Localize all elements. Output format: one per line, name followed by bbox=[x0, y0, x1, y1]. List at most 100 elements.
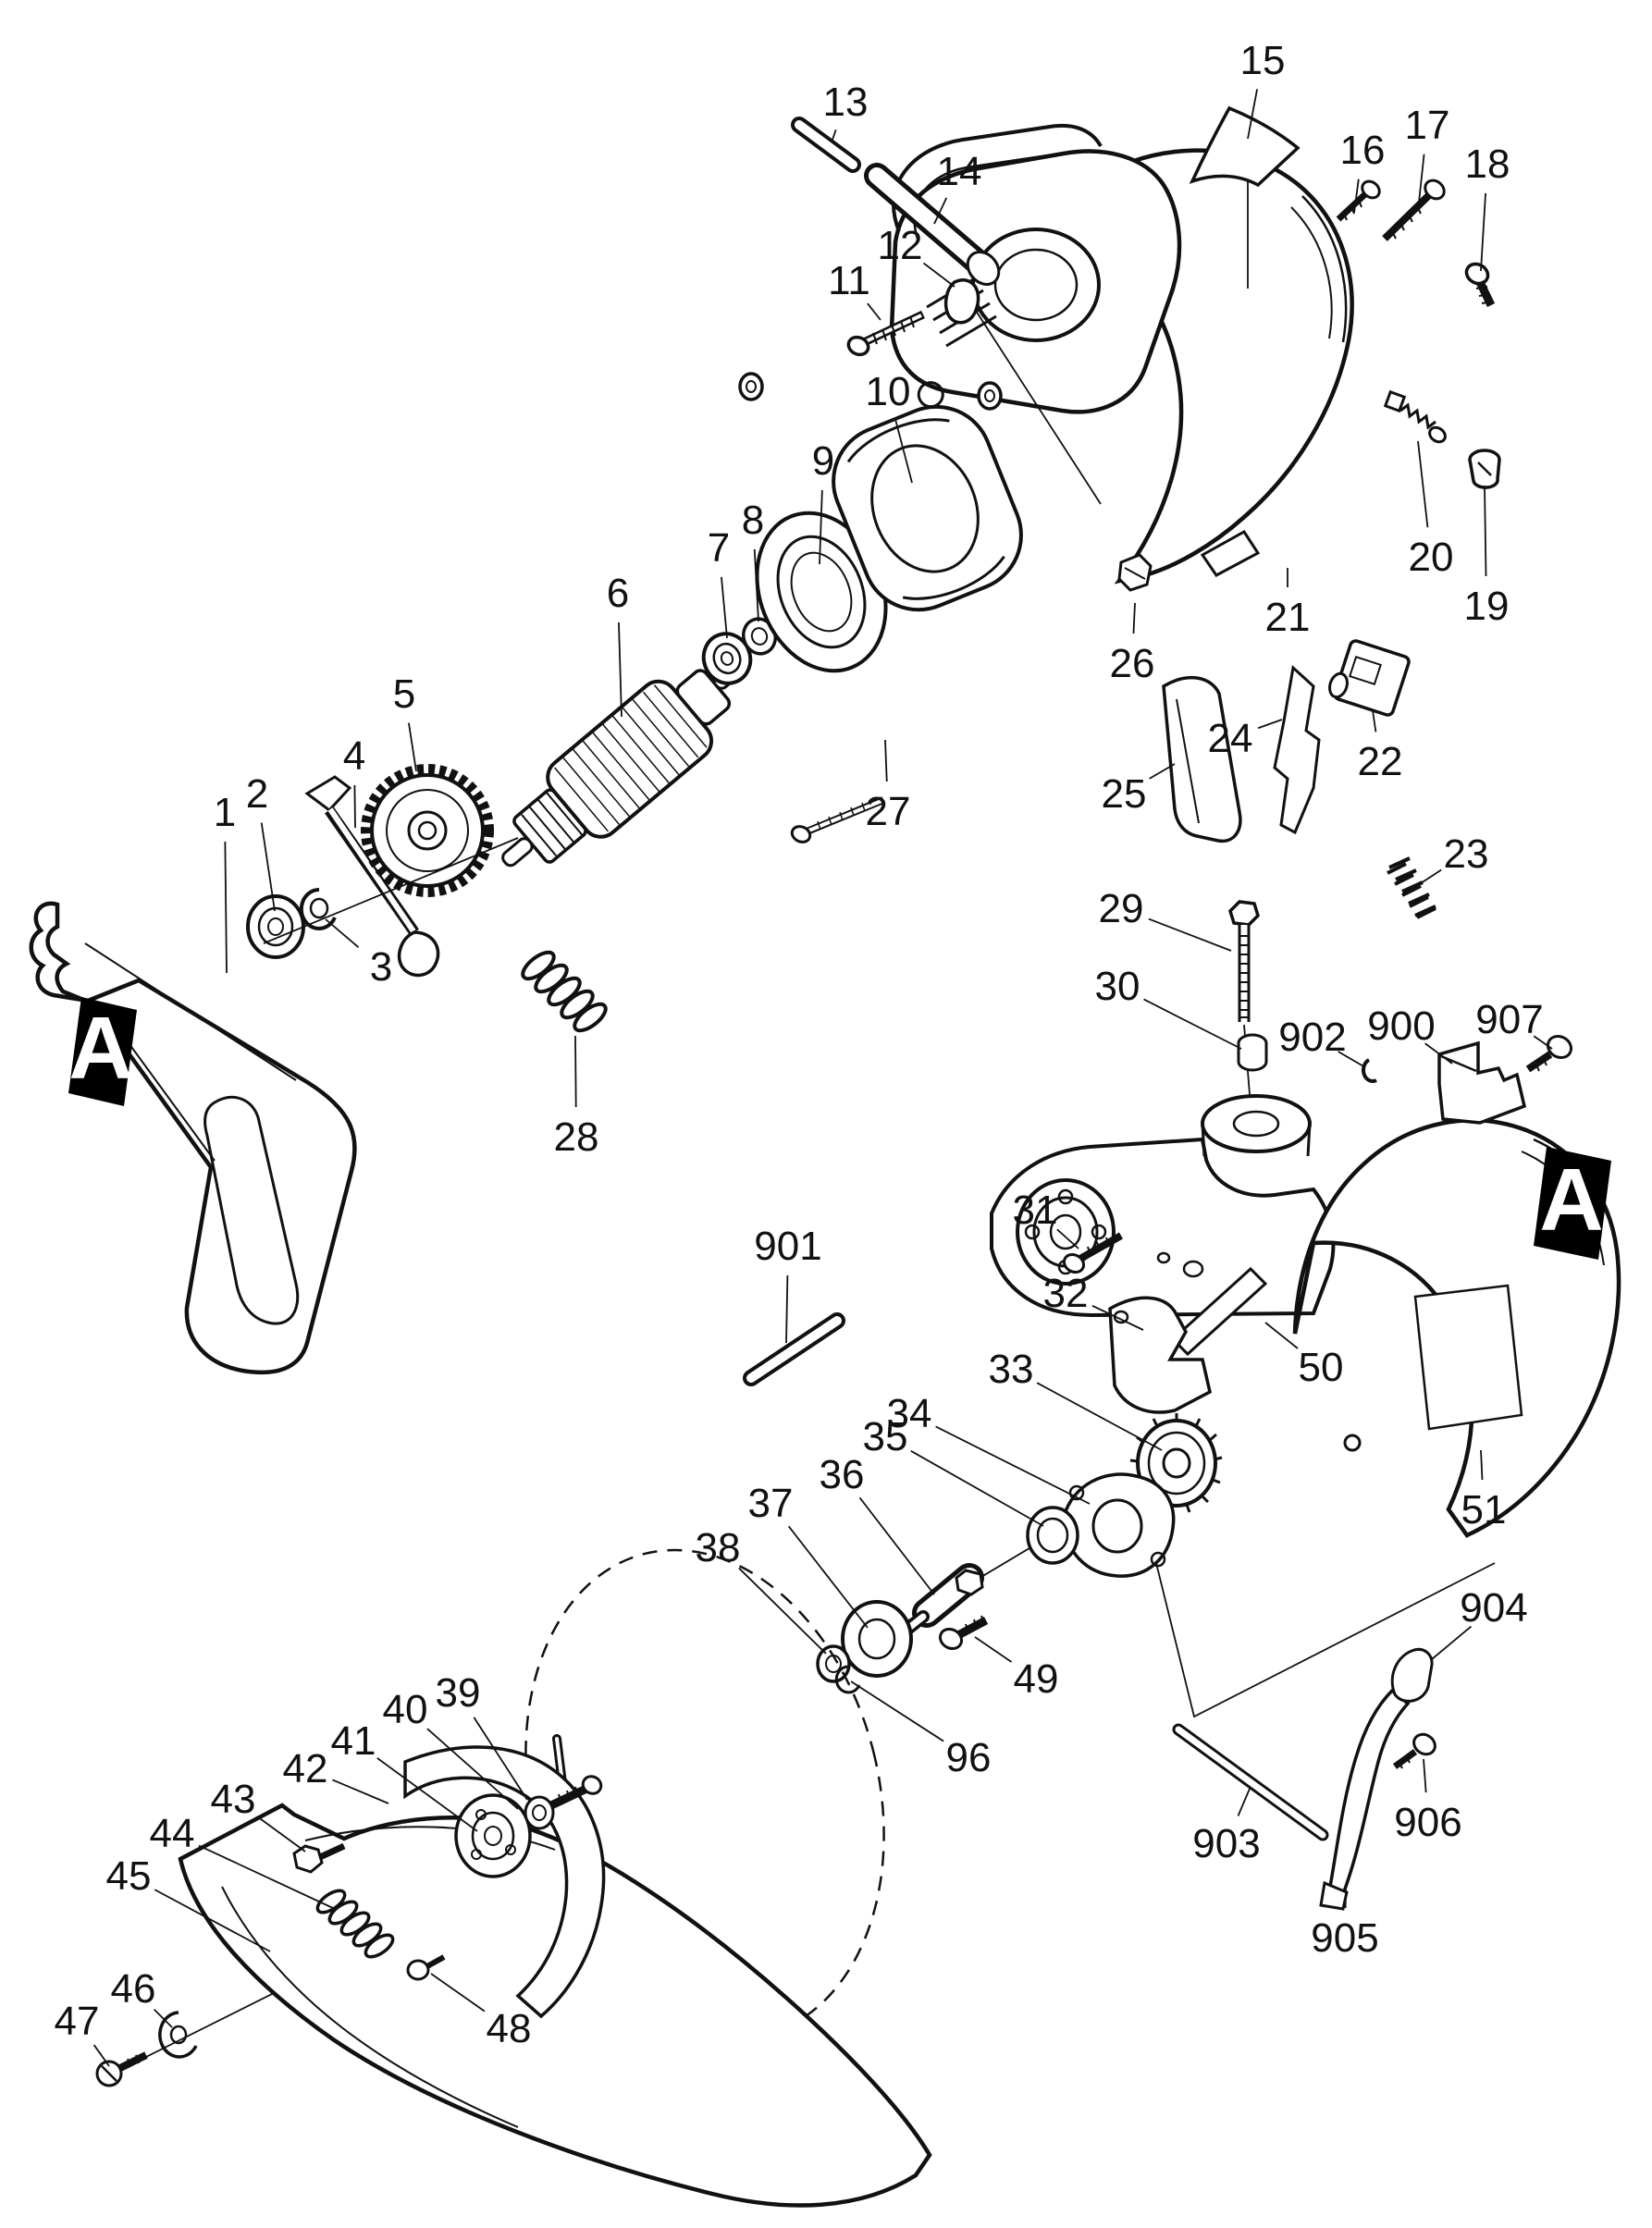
part-label-48: 48 bbox=[487, 2006, 532, 2051]
part-label-907: 907 bbox=[1475, 997, 1543, 1042]
part-label-39: 39 bbox=[436, 1670, 481, 1716]
part-label-10: 10 bbox=[866, 369, 911, 414]
leader-line-14 bbox=[933, 197, 948, 225]
part-label-5: 5 bbox=[393, 671, 415, 717]
leader-line-16 bbox=[1353, 178, 1360, 214]
leader-line-3 bbox=[325, 918, 360, 948]
part-label-4: 4 bbox=[343, 733, 365, 779]
leader-line-49 bbox=[974, 1636, 1013, 1663]
part-label-23: 23 bbox=[1444, 831, 1489, 877]
part-label-45: 45 bbox=[106, 1853, 152, 1899]
leader-line-903 bbox=[1237, 1788, 1251, 1816]
motor-stack-drawing bbox=[701, 372, 1023, 843]
leader-line-38 bbox=[738, 1567, 827, 1655]
leader-line-27 bbox=[884, 739, 888, 782]
part-label-3: 3 bbox=[370, 944, 392, 990]
leader-line-22 bbox=[1372, 709, 1377, 732]
bracket-parts-drawing bbox=[1362, 1034, 1573, 1125]
leader-line-20 bbox=[1417, 440, 1429, 528]
part-label-14: 14 bbox=[937, 149, 982, 194]
leader-line-35 bbox=[910, 1450, 1044, 1527]
part-label-17: 17 bbox=[1405, 103, 1450, 148]
part-label-38: 38 bbox=[696, 1525, 741, 1570]
part-label-32: 32 bbox=[1043, 1271, 1089, 1316]
part-label-905: 905 bbox=[1311, 1915, 1378, 1961]
part-label-20: 20 bbox=[1409, 535, 1454, 580]
part-label-21: 21 bbox=[1265, 595, 1311, 640]
leader-line-902 bbox=[1338, 1051, 1366, 1068]
part-label-900: 900 bbox=[1367, 1003, 1435, 1049]
leader-line-17 bbox=[1417, 154, 1425, 212]
part-label-50: 50 bbox=[1299, 1345, 1344, 1390]
spring-23-drawing bbox=[1388, 856, 1436, 917]
leader-line-18 bbox=[1480, 192, 1486, 272]
part-label-2: 2 bbox=[246, 771, 268, 817]
part-label-49: 49 bbox=[1014, 1656, 1059, 1702]
part-label-11: 11 bbox=[828, 258, 870, 303]
part-label-15: 15 bbox=[1240, 38, 1286, 83]
part-label-31: 31 bbox=[1013, 1188, 1058, 1233]
leader-line-46 bbox=[153, 2008, 173, 2028]
name-plate-drawing bbox=[1189, 105, 1301, 188]
gear-housing-drawing bbox=[889, 123, 1249, 505]
leader-line-12 bbox=[922, 262, 955, 288]
part-label-47: 47 bbox=[55, 1999, 100, 2044]
housing-screws-drawing bbox=[1336, 178, 1501, 489]
leader-line-8 bbox=[753, 548, 759, 622]
section-marker-a-right: A bbox=[1534, 1147, 1611, 1260]
switch-parts-drawing bbox=[1117, 553, 1436, 919]
leader-line-29 bbox=[1148, 917, 1232, 952]
leader-line-43 bbox=[256, 1816, 306, 1853]
leader-line-37 bbox=[787, 1525, 869, 1629]
part-label-12: 12 bbox=[878, 223, 923, 268]
guard-cluster-drawing bbox=[95, 1734, 932, 2208]
part-label-16: 16 bbox=[1340, 128, 1386, 173]
part-label-41: 41 bbox=[331, 1718, 376, 1764]
leader-line-32 bbox=[1091, 1304, 1144, 1331]
leader-line-44 bbox=[198, 1844, 336, 1910]
leader-line-23 bbox=[1417, 868, 1442, 886]
leader-line-39 bbox=[473, 1717, 528, 1801]
part-label-51: 51 bbox=[1461, 1487, 1507, 1533]
armature-drawing bbox=[501, 654, 752, 868]
part-label-1: 1 bbox=[214, 790, 236, 835]
svg-text:A: A bbox=[68, 999, 132, 1098]
leader-line-48 bbox=[430, 1973, 486, 2013]
part-label-34: 34 bbox=[887, 1391, 932, 1436]
part-label-28: 28 bbox=[554, 1114, 599, 1160]
part-label-96: 96 bbox=[946, 1735, 992, 1780]
leader-line-41 bbox=[376, 1757, 478, 1832]
leader-line-26 bbox=[1132, 602, 1136, 634]
pivot-bolt-drawing bbox=[1228, 900, 1268, 1107]
part-label-22: 22 bbox=[1358, 739, 1403, 784]
part-label-8: 8 bbox=[742, 498, 764, 543]
leader-line-11 bbox=[867, 302, 881, 321]
part-label-904: 904 bbox=[1460, 1585, 1527, 1631]
leader-line-50 bbox=[1264, 1322, 1299, 1349]
part-label-19: 19 bbox=[1464, 584, 1510, 629]
part-label-25: 25 bbox=[1102, 771, 1147, 817]
leader-line-904 bbox=[1431, 1625, 1473, 1660]
part-label-9: 9 bbox=[812, 438, 834, 484]
leader-line-907 bbox=[1533, 1035, 1553, 1050]
leader-line-24 bbox=[1257, 719, 1283, 730]
leader-line-34 bbox=[935, 1425, 1091, 1505]
part-label-902: 902 bbox=[1278, 1015, 1346, 1060]
leader-line-900 bbox=[1424, 1042, 1453, 1065]
handle-pin-parts-drawing bbox=[791, 117, 1001, 357]
part-label-903: 903 bbox=[1192, 1821, 1260, 1866]
leader-line-5 bbox=[408, 722, 417, 772]
part-label-7: 7 bbox=[708, 525, 730, 571]
part-label-42: 42 bbox=[283, 1746, 328, 1791]
leader-line-42 bbox=[332, 1779, 389, 1804]
part-label-43: 43 bbox=[211, 1777, 256, 1822]
stopper-pin-drawing bbox=[743, 1312, 845, 1386]
part-label-901: 901 bbox=[754, 1224, 821, 1269]
leader-line-51 bbox=[1480, 1449, 1484, 1481]
part-label-30: 30 bbox=[1095, 964, 1140, 1009]
leader-line-7 bbox=[721, 576, 728, 639]
part-label-33: 33 bbox=[989, 1347, 1034, 1392]
leader-line-13 bbox=[832, 129, 837, 141]
